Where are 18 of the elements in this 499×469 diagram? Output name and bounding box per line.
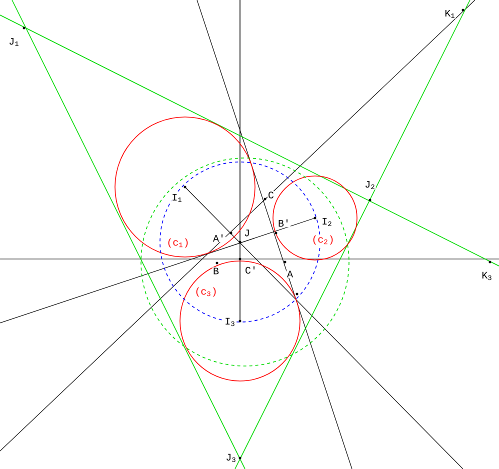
point-label: B bbox=[212, 267, 220, 275]
circle-label: (c$_{2}$) bbox=[311, 234, 335, 246]
point-label: J$_{2}$ bbox=[364, 180, 376, 190]
point-label: I$_{3}$ bbox=[224, 317, 236, 327]
point-label: J bbox=[244, 229, 250, 237]
point-label: K$_{1}$ bbox=[444, 9, 456, 19]
point-label: I$_{2}$ bbox=[321, 217, 333, 227]
point-label: I$_{1}$ bbox=[171, 193, 183, 203]
circle-label: (c$_{1}$) bbox=[166, 238, 190, 248]
circle-label: (c$_{3}$) bbox=[194, 286, 218, 298]
point-label: B' bbox=[278, 218, 290, 228]
point-label: K$_{3}$ bbox=[481, 271, 493, 281]
point-label: J$_{1}$ bbox=[8, 37, 20, 47]
point-label: C' bbox=[244, 266, 258, 274]
point-label: J$_{3}$ bbox=[225, 453, 237, 463]
point-label: A' bbox=[212, 234, 226, 242]
point-label: C bbox=[268, 191, 274, 199]
point-label: A bbox=[286, 270, 294, 278]
